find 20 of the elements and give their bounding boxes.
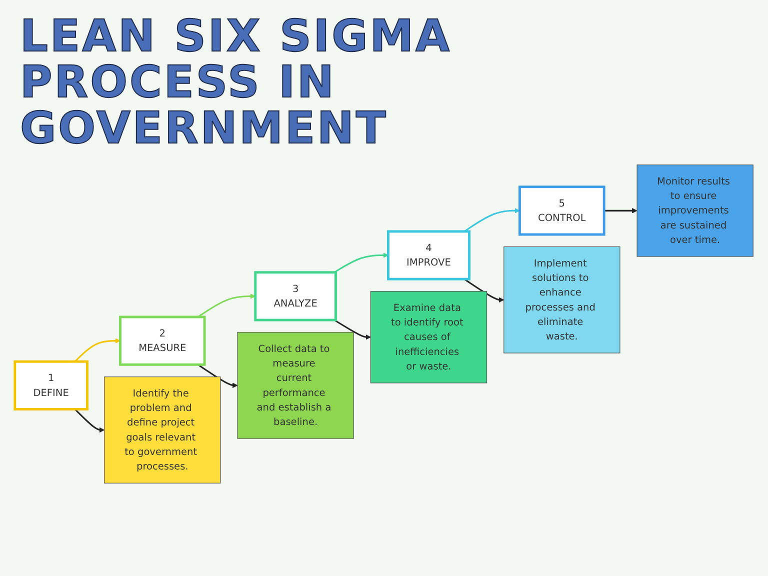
node-box: 5 CONTROL (518, 185, 606, 236)
node-box: 3 ANALYZE (254, 270, 337, 321)
arrow (464, 208, 520, 232)
arrow (604, 208, 638, 213)
arrow (464, 278, 504, 302)
arrow (334, 252, 388, 273)
node-box: Examine data to identify root causes of inefficiencies or waste. (370, 290, 488, 383)
node-box: Collect data to measure current performance and establish a baseline. (237, 332, 354, 438)
node-box: 2 MEASURE (119, 315, 206, 366)
arrow (334, 318, 371, 340)
node-box: Identify the problem and define project goals relevant to government processes. (104, 376, 221, 483)
node-box: Implement solutions to enhance processes and eliminate waste. (504, 246, 620, 353)
arrow (198, 293, 256, 318)
node-box: 1 DEFINE (14, 360, 88, 410)
node-box: Monitor results to ensure improvements are sustained over time. (636, 164, 754, 256)
node-box: 4 IMPROVE (386, 230, 470, 280)
arrow (74, 338, 120, 362)
title: LEAN SIX SIGMA PROCESS IN GOVERNMENT (20, 14, 453, 153)
arrow (74, 408, 105, 432)
arrow (198, 364, 238, 388)
